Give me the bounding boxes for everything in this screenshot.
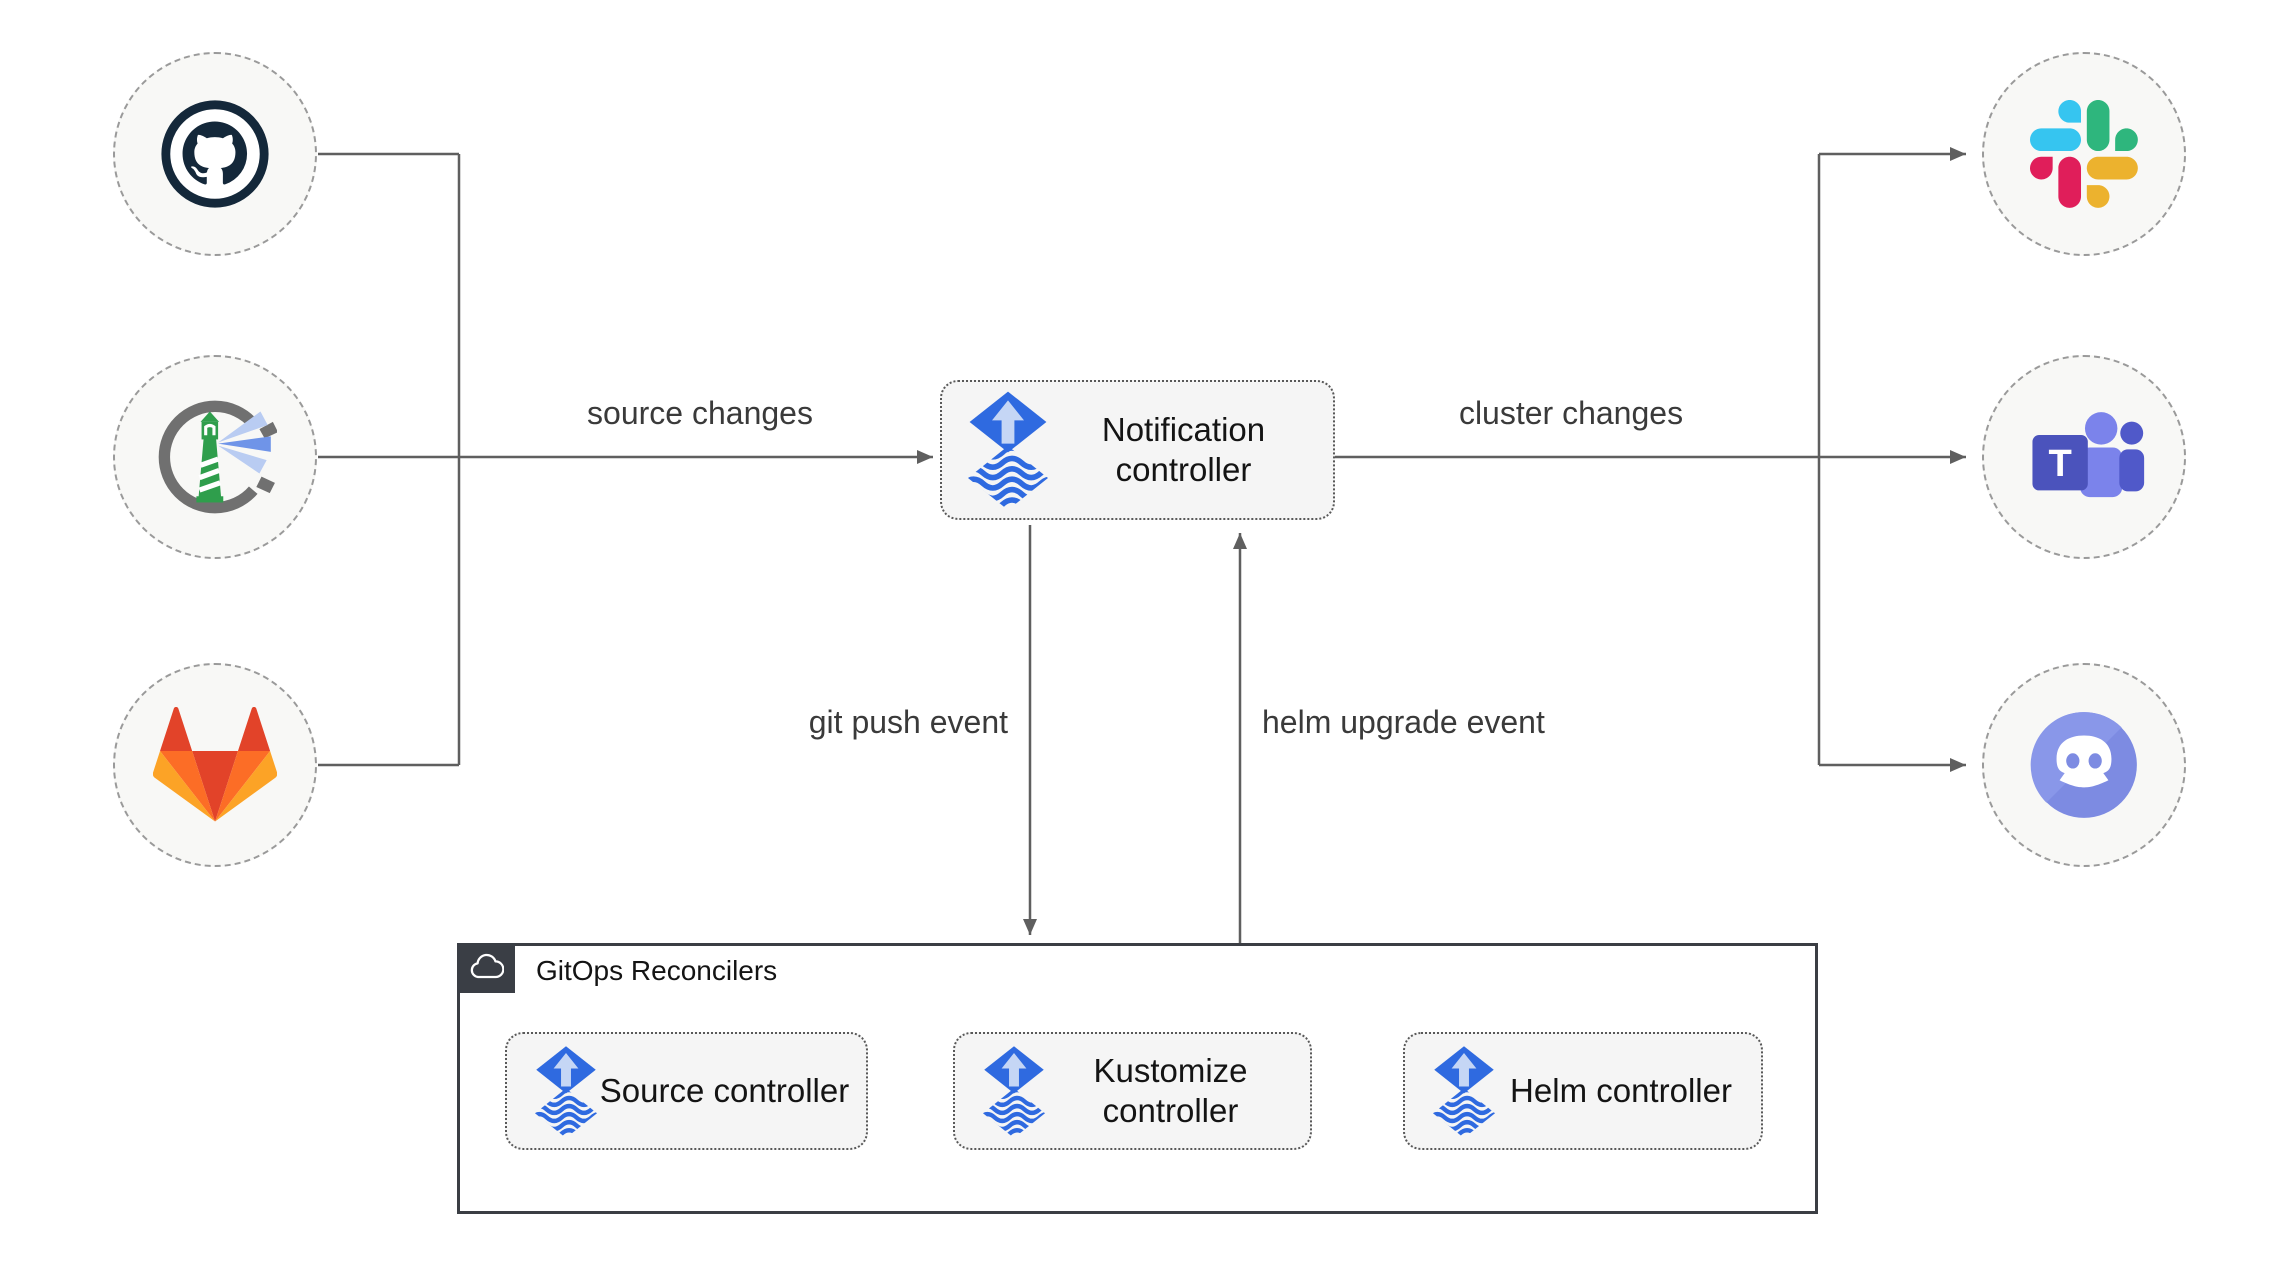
kustomize-controller-label: Kustomize controller (1093, 1051, 1248, 1129)
teams-icon (2021, 403, 2147, 511)
source-controller-label: Source controller (599, 1071, 850, 1109)
node-slack (1982, 52, 2186, 256)
node-discord (1982, 663, 2186, 867)
node-gitlab (113, 663, 317, 867)
discord-icon (2023, 704, 2145, 826)
gitops-reconcilers-label: GitOps Reconcilers (536, 955, 778, 986)
flux-icon (983, 1045, 1045, 1138)
gitlab-icon (153, 707, 277, 823)
flux-icon (1433, 1045, 1495, 1138)
github-icon (156, 95, 274, 213)
flux-icon (535, 1045, 597, 1138)
flux-icon (968, 390, 1048, 510)
node-harbor (113, 355, 317, 559)
node-teams (1982, 355, 2186, 559)
helm-controller-label: Helm controller (1510, 1071, 1732, 1109)
node-helm-controller: Helm controller (1403, 1032, 1763, 1150)
notification-controller-label: Notification controller (1101, 410, 1266, 488)
node-github (113, 52, 317, 256)
node-notification-controller: Notification controller (940, 380, 1335, 520)
edge-label-cluster-changes: cluster changes (1458, 395, 1684, 431)
node-kustomize-controller: Kustomize controller (953, 1032, 1312, 1150)
container-badge (457, 943, 515, 993)
edge-label-helm-upgrade-event: helm upgrade event (1262, 704, 1545, 740)
cloud-icon (468, 950, 504, 986)
edge-label-git-push-event: git push event (808, 704, 1008, 740)
harbor-icon (153, 395, 277, 519)
slack-icon (2030, 100, 2138, 208)
edge-label-source-changes: source changes (587, 395, 813, 431)
node-source-controller: Source controller (505, 1032, 868, 1150)
